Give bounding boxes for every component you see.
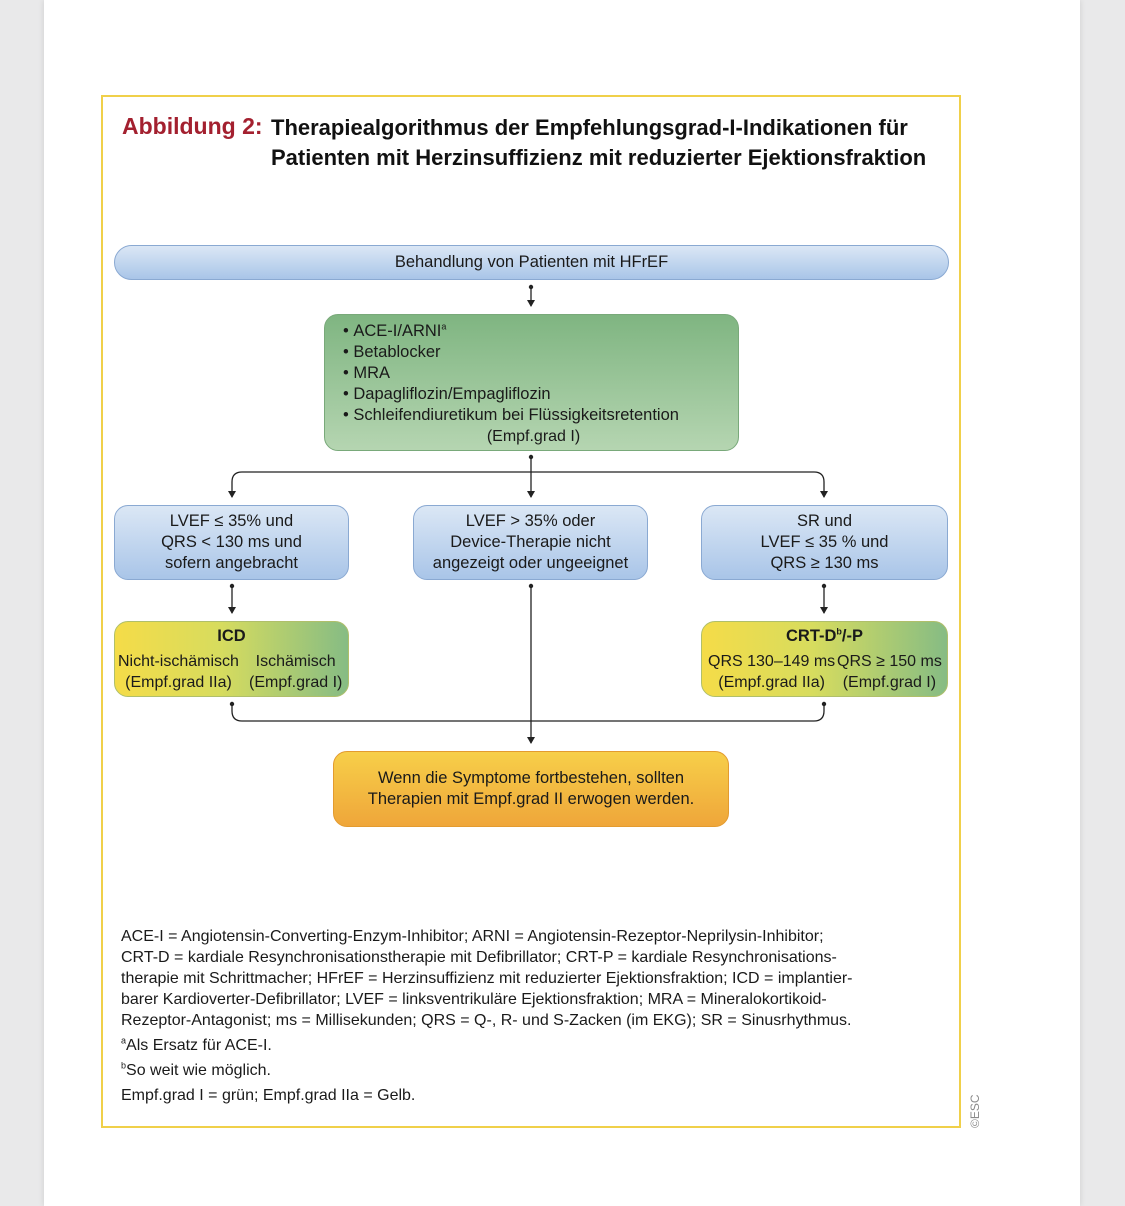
grade-legend: Empf.grad I = grün; Empf.grad IIa = Gelb… [121, 1087, 416, 1104]
condition-middle-node: LVEF > 35% oder Device-Therapie nicht an… [413, 505, 648, 580]
abbrev-line: CRT-D = kardiale Resynchronisationsthera… [121, 949, 837, 966]
crt-node: CRT-Db/-P QRS 130–149 ms (Empf.grad IIa)… [701, 621, 948, 697]
crt-col-150: QRS ≥ 150 ms (Empf.grad I) [837, 651, 942, 693]
icd-col-nonischemic: Nicht-ischämisch (Empf.grad IIa) [118, 651, 239, 693]
condition-left-node: LVEF ≤ 35% und QRS < 130 ms und sofern a… [114, 505, 349, 580]
therapy-grade: (Empf.grad I) [486, 428, 581, 445]
final-node: Wenn die Symptome fortbestehen, sollten … [333, 751, 729, 827]
abbrev-line: barer Kardioverter-Defibrillator; LVEF =… [121, 991, 827, 1008]
start-node: Behandlung von Patienten mit HFrEF [114, 245, 949, 280]
crt-col2-grade: (Empf.grad I) [842, 674, 937, 691]
therapy-item-mra: MRA [343, 363, 724, 384]
crt-col2-label: QRS ≥ 150 ms [837, 653, 942, 670]
icd-title: ICD [217, 627, 246, 645]
condition-right-line1: SR und [796, 512, 853, 530]
condition-middle-line3: angezeigt oder ungeeignet [432, 554, 629, 572]
start-node-label: Behandlung von Patienten mit HFrEF [394, 253, 669, 271]
final-line1: Wenn die Symptome fortbestehen, sollten [377, 769, 685, 787]
crt-col1-grade: (Empf.grad IIa) [718, 674, 825, 691]
condition-left-line3: sofern angebracht [164, 554, 298, 572]
condition-right-node: SR und LVEF ≤ 35 % und QRS ≥ 130 ms [701, 505, 948, 580]
therapy-item-diuretic: Schleifendiuretikum bei Flüssigkeitsrete… [343, 405, 724, 426]
icd-col1-label: Nicht-ischämisch [118, 653, 239, 670]
icd-col-ischemic: Ischämisch (Empf.grad I) [249, 651, 342, 693]
crt-col1-label: QRS 130–149 ms [708, 653, 836, 670]
therapy-list: ACE-I/ARNIa Betablocker MRA Dapagliflozi… [343, 321, 724, 426]
figure-title: Therapiealgorithmus der Empfehlungsgrad-… [271, 115, 927, 170]
abbrev-line: Rezeptor-Antagonist; ms = Millisekunden;… [121, 1012, 852, 1029]
condition-middle-line2: Device-Therapie nicht [450, 533, 611, 551]
therapy-item-ace: ACE-I/ARNIa [343, 321, 724, 342]
icd-col2-label: Ischämisch [255, 653, 336, 670]
condition-left-line1: LVEF ≤ 35% und [169, 512, 294, 530]
therapy-node: ACE-I/ARNIa Betablocker MRA Dapagliflozi… [324, 314, 739, 451]
therapy-item-sglt2: Dapagliflozin/Empagliflozin [343, 384, 724, 405]
figure-label: Abbildung 2: [122, 113, 263, 139]
condition-middle-line1: LVEF > 35% oder [465, 512, 596, 530]
condition-left-line2: QRS < 130 ms und [161, 533, 302, 551]
therapy-item-betablocker: Betablocker [343, 342, 724, 363]
crt-title: CRT-Db/-P [785, 626, 863, 645]
crt-col-130-149: QRS 130–149 ms (Empf.grad IIa) [708, 651, 835, 693]
condition-right-line3: QRS ≥ 130 ms [770, 554, 879, 572]
footnotes: ACE-I = Angiotensin-Converting-Enzym-Inh… [121, 926, 946, 1106]
condition-right-line2: LVEF ≤ 35 % und [760, 533, 889, 551]
footnote-a: aAls Ersatz für ACE-I. [121, 1035, 272, 1054]
copyright-notice: ©ESC [968, 1094, 982, 1128]
final-line2: Therapien mit Empf.grad II erwogen werde… [367, 790, 695, 808]
icd-col1-grade: (Empf.grad IIa) [125, 674, 232, 691]
icd-node: ICD Nicht-ischämisch (Empf.grad IIa) Isc… [114, 621, 349, 697]
footnote-b: bSo weit wie möglich. [121, 1060, 271, 1079]
abbrev-line: therapie mit Schrittmacher; HFrEF = Herz… [121, 970, 853, 987]
abbrev-line: ACE-I = Angiotensin-Converting-Enzym-Inh… [121, 928, 824, 945]
icd-col2-grade: (Empf.grad I) [249, 674, 343, 691]
